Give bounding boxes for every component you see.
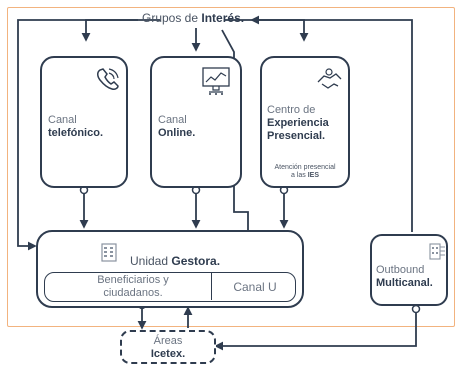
- areas-line1: Áreas: [153, 335, 183, 347]
- beneficiarios-label: Beneficiarios y ciudadanos.: [63, 274, 203, 300]
- node-outbound: Outbound Multicanal.: [370, 234, 448, 306]
- channel-telefonico-label: Canal telefónico.: [48, 114, 103, 140]
- outbound-line2: Multicanal.: [376, 277, 433, 289]
- split-box: Beneficiarios y ciudadanos. Canal U: [44, 272, 296, 302]
- channel-telefonico-line1: Canal: [48, 114, 77, 126]
- title-strong: Interés.: [201, 11, 245, 25]
- gestora-label: Unidad Gestora.: [130, 254, 220, 268]
- node-centro-experiencia: Centro de Experiencia Presencial. Atenci…: [260, 56, 350, 188]
- node-canal-online: Canal Online.: [150, 56, 242, 188]
- monitor-icon: [202, 67, 230, 95]
- areas-line2: Icetex.: [150, 348, 186, 360]
- outer-frame: [7, 7, 455, 327]
- presencial-note: Atención presencial a las IES: [268, 164, 342, 180]
- canal-u-label: Canal U: [233, 280, 277, 294]
- gestora-prefix: Unidad: [130, 254, 169, 268]
- building-icon: [101, 243, 117, 262]
- split-divider: [211, 273, 212, 300]
- channel-online-label: Canal Online.: [158, 114, 195, 140]
- outbound-line1: Outbound: [376, 264, 425, 276]
- node-areas-icetex: Áreas Icetex.: [120, 330, 216, 364]
- node-canal-telefonico: Canal telefónico.: [40, 56, 128, 188]
- handshake-icon: [317, 68, 342, 89]
- presencial-note-line1: Atención presencial: [274, 164, 336, 171]
- beneficiarios-line1: Beneficiarios y: [97, 274, 169, 286]
- page-title: Grupos de Interés.: [142, 11, 244, 25]
- presencial-note-strong: IES: [307, 172, 320, 179]
- channel-presencial-label: Centro de Experiencia Presencial.: [267, 104, 329, 143]
- channel-online-line1: Canal: [158, 114, 187, 126]
- presencial-note-prefix: a las: [290, 172, 306, 179]
- channel-presencial-line2: Experiencia: [267, 117, 329, 129]
- phone-icon: [97, 68, 119, 90]
- gestora-strong: Gestora.: [171, 254, 221, 268]
- areas-label: Áreas Icetex.: [122, 335, 214, 361]
- channel-presencial-line3: Presencial.: [267, 130, 326, 142]
- title-prefix: Grupos de: [142, 11, 199, 25]
- outbound-label: Outbound Multicanal.: [376, 264, 433, 290]
- channel-telefonico-line2: telefónico.: [48, 127, 104, 139]
- channel-presencial-line1: Centro de: [267, 104, 316, 116]
- channel-online-line2: Online.: [158, 127, 196, 139]
- beneficiarios-line2: ciudadanos.: [103, 287, 163, 299]
- outbound-icon: [429, 243, 445, 260]
